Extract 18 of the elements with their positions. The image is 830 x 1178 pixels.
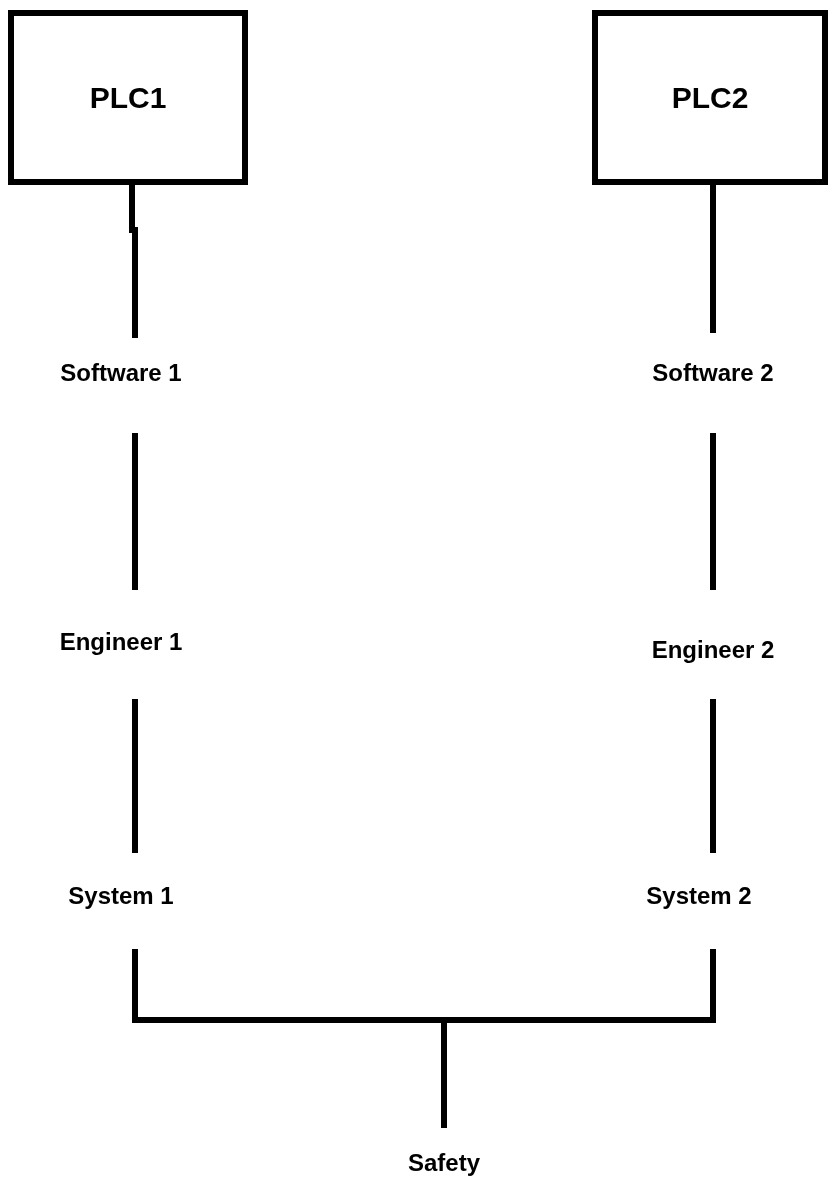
node-label: Safety: [407, 1149, 480, 1177]
connector-line: [710, 185, 716, 333]
connector-line: [441, 949, 716, 1128]
node-label: Software 1: [60, 359, 182, 387]
node-label: System 1: [68, 882, 174, 910]
box-label: PLC2: [671, 82, 749, 113]
node-label: Software 2: [652, 359, 774, 387]
connector-line: [129, 185, 138, 338]
connector-line: [710, 433, 716, 590]
node-label: Engineer 1: [59, 628, 183, 656]
box-label: PLC1: [89, 82, 167, 113]
node-label: Engineer 2: [651, 636, 775, 664]
plc-box: [8, 10, 248, 185]
plc-box: [592, 10, 828, 185]
node-label: System 2: [646, 882, 752, 910]
connector-line: [710, 699, 716, 853]
connector-line: [132, 433, 138, 590]
connector-line: [132, 699, 138, 853]
